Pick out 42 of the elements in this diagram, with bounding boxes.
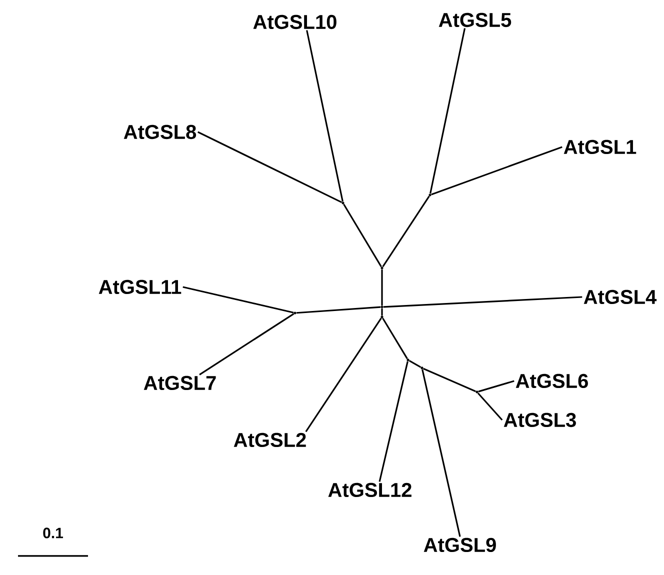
leaf-label: AtGSL8: [124, 124, 196, 140]
leaf-label: AtGSL11: [98, 280, 182, 294]
branch-line: [305, 318, 382, 432]
branch-line: [431, 146, 562, 196]
branch-point: [380, 266, 384, 270]
branch-point: [294, 312, 296, 314]
branch-line: [383, 296, 582, 308]
branch-point: [428, 194, 432, 196]
branch-line: [408, 360, 422, 368]
branch-line: [381, 270, 383, 306]
leaf-label: AtGSL1: [564, 140, 636, 154]
branch-line: [430, 28, 466, 194]
branch-line: [478, 380, 514, 392]
branch-point: [406, 358, 410, 362]
branch-point: [342, 202, 344, 204]
leaf-label: AtGSL4: [584, 290, 657, 304]
branch-point: [476, 390, 478, 394]
leaf-label: AtGSL6: [516, 374, 588, 388]
branch-point: [380, 306, 384, 308]
branch-line: [182, 286, 294, 314]
leaf-label: AtGSL12: [328, 482, 412, 498]
branch-line: [382, 196, 430, 268]
scale-label: 0.1: [43, 528, 63, 538]
leaf-label: AtGSL3: [504, 412, 576, 428]
branch-line: [198, 131, 342, 204]
leaf-label: AtGSL9: [424, 538, 496, 552]
branch-line: [199, 313, 294, 376]
branch-line: [422, 369, 461, 537]
branch-point: [420, 366, 424, 370]
branch-line: [477, 392, 503, 421]
branch-line: [381, 308, 383, 316]
branch-point: [380, 316, 384, 318]
branch-line: [296, 306, 381, 314]
leaf-label: AtGSL2: [234, 432, 306, 448]
branch-line: [343, 204, 382, 268]
branch-line: [423, 368, 476, 392]
leaf-label: AtGSL7: [144, 376, 216, 390]
leaf-label: AtGSL5: [438, 12, 512, 28]
branch-line: [306, 30, 344, 202]
branch-line: [382, 318, 408, 360]
branch-line: [378, 361, 408, 482]
leaf-label: AtGSL10: [253, 14, 336, 30]
